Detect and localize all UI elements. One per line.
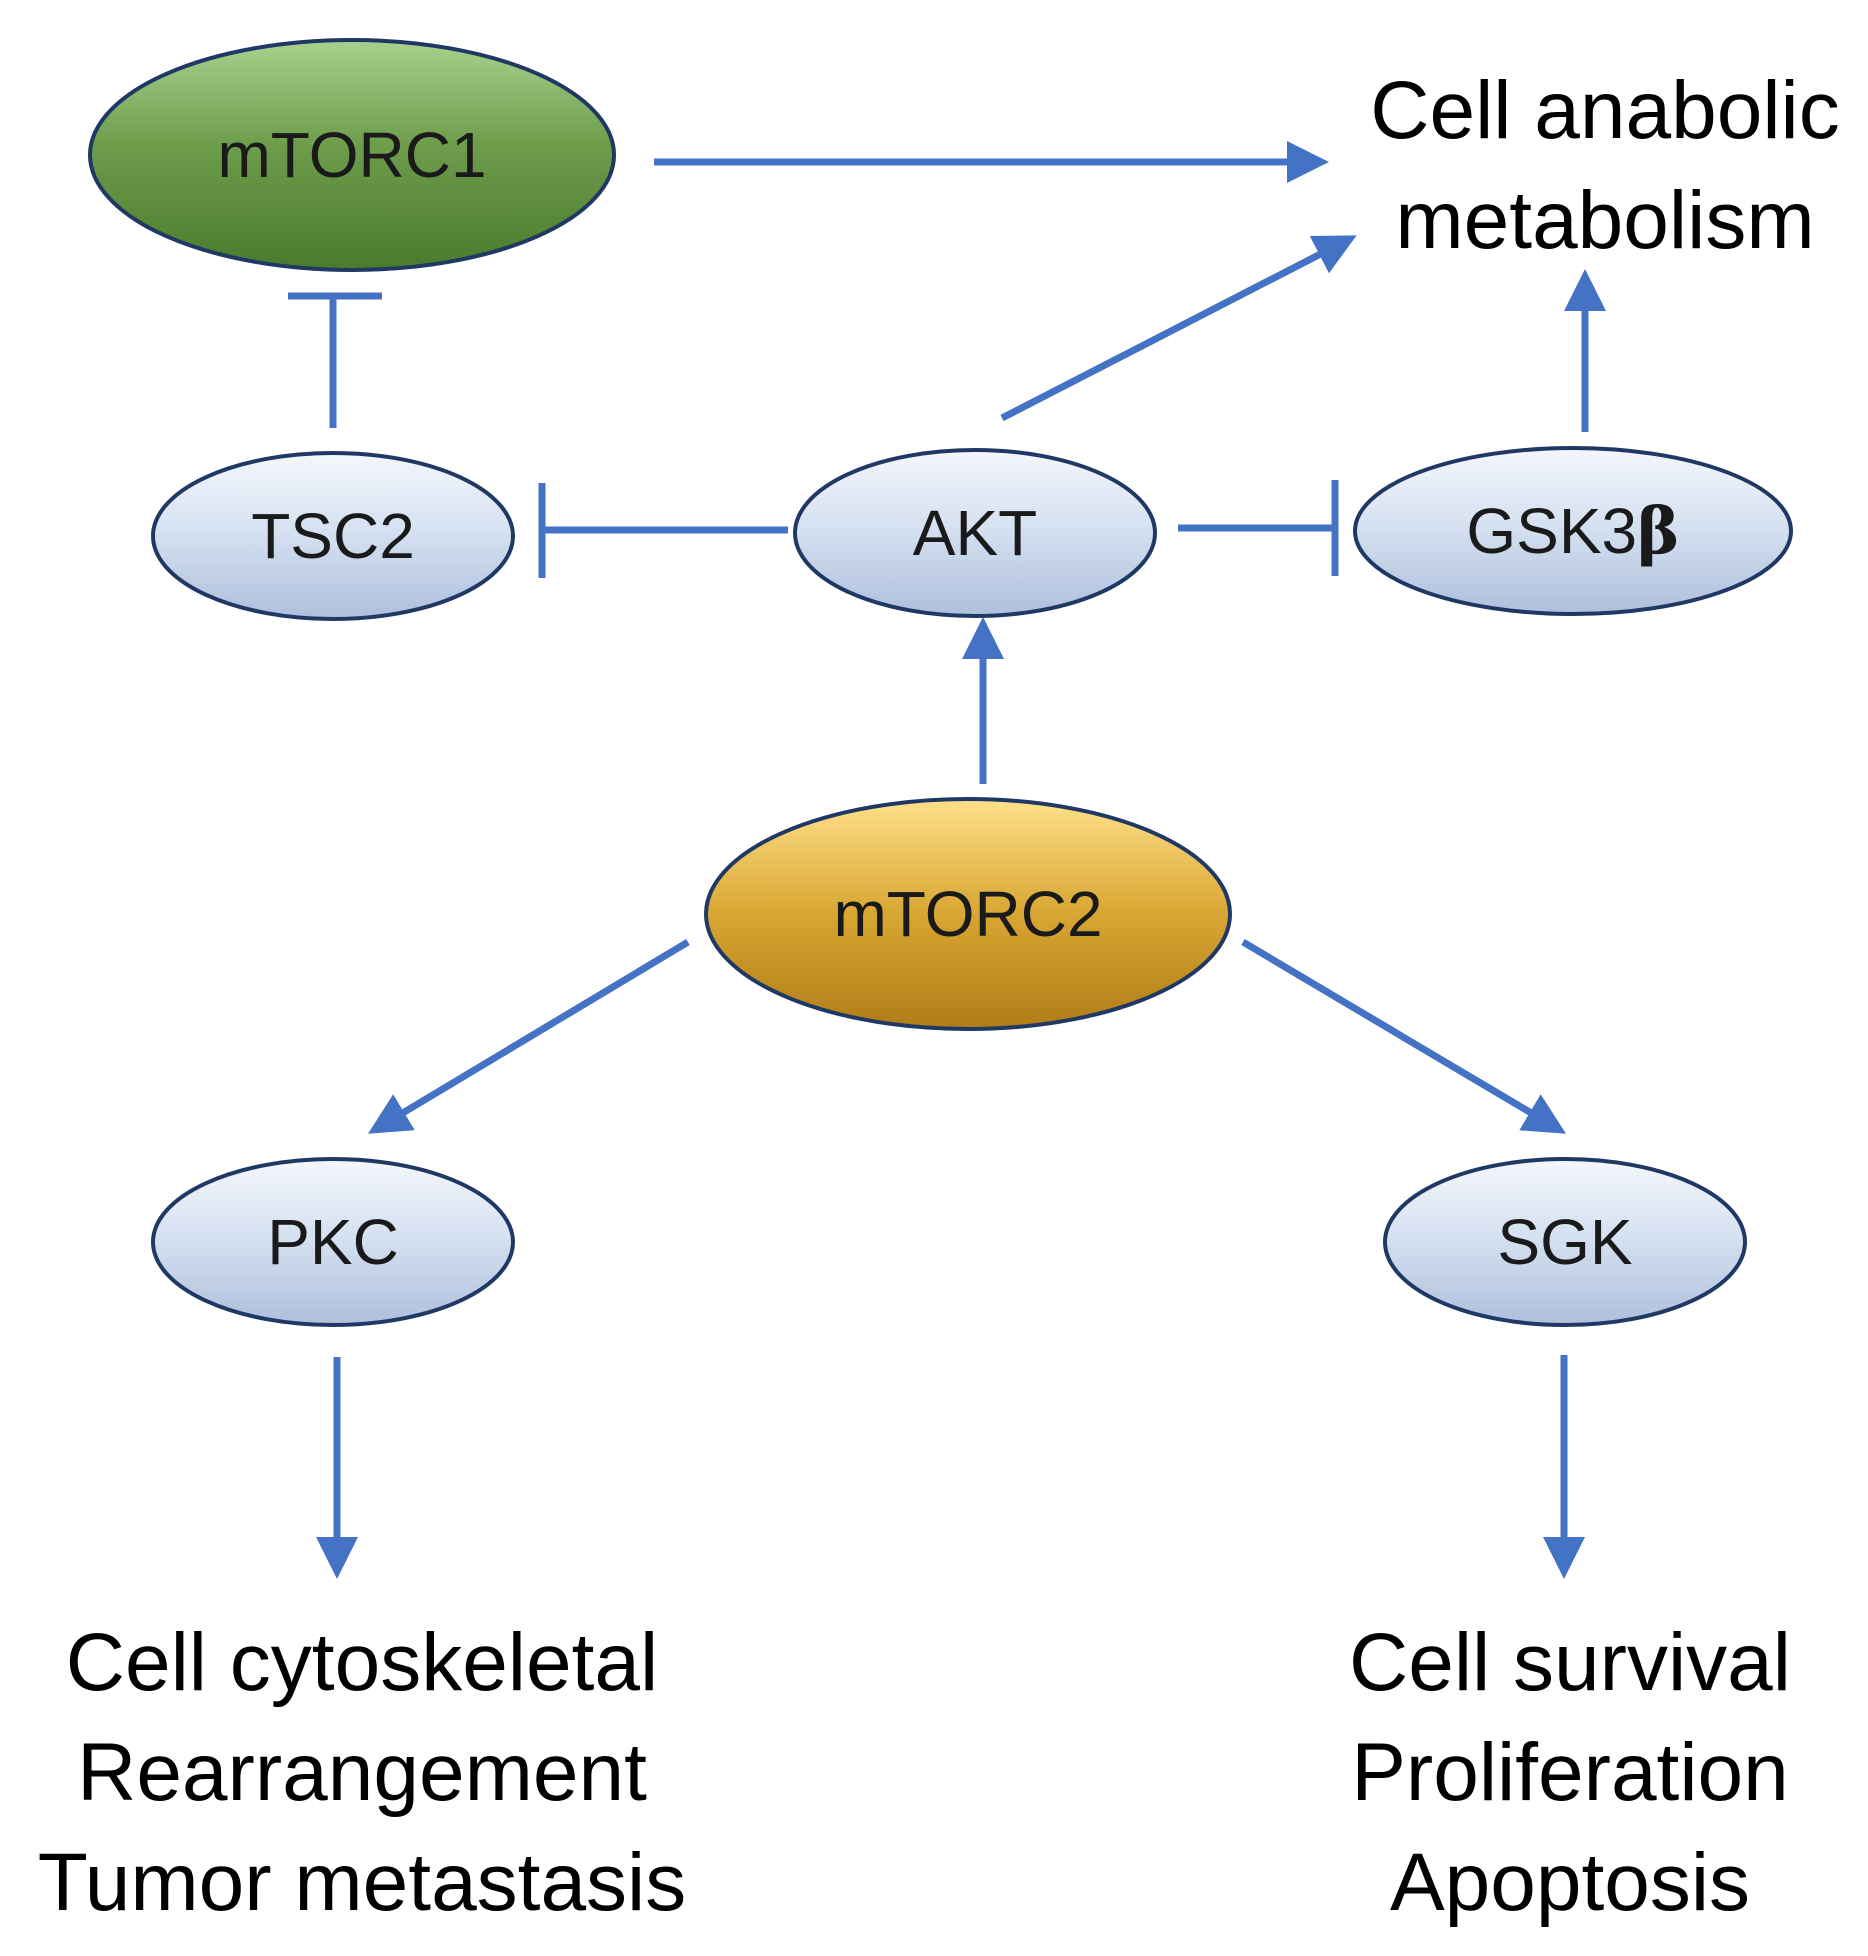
node-sgk-label: SGK	[1497, 1206, 1632, 1278]
node-sgk-shape	[1383, 1157, 1747, 1327]
edge-mtorc2-to-pkc	[367, 938, 690, 1134]
node-mtorc2: mTORC2	[704, 797, 1232, 1031]
node-akt: AKT	[793, 448, 1157, 618]
outcome-cytoskeletal-line-3: Tumor metastasis	[38, 1837, 687, 1928]
node-mtorc2-label: mTORC2	[833, 878, 1102, 950]
edges	[288, 141, 1606, 1579]
outcome-anabolic: Cell anabolic metabolism	[1370, 65, 1840, 266]
outcome-survival: Cell survival Proliferation Apoptosis	[1349, 1617, 1791, 1928]
outcome-cytoskeletal-line-2: Rearrangement	[77, 1727, 647, 1818]
outcome-survival-line-1: Cell survival	[1349, 1617, 1791, 1708]
node-akt-shape	[793, 448, 1157, 618]
node-pkc-label: PKC	[267, 1206, 399, 1278]
node-gsk3b: GSK3β	[1353, 446, 1793, 616]
node-mtorc1-shape	[88, 38, 616, 272]
node-mtorc2-shape	[704, 797, 1232, 1031]
edge-mtorc2-to-sgk	[1241, 938, 1567, 1134]
outcome-anabolic-line-2: metabolism	[1395, 175, 1814, 266]
node-akt-label: AKT	[913, 497, 1037, 569]
node-pkc: PKC	[151, 1157, 515, 1327]
node-gsk3b-label-text: GSK3	[1466, 495, 1637, 567]
edge-akt-to-anabolic	[1000, 235, 1357, 422]
node-gsk3b-label: GSK3β	[1466, 494, 1679, 569]
node-pkc-shape	[151, 1157, 515, 1327]
outcome-cytoskeletal: Cell cytoskeletal Rearrangement Tumor me…	[38, 1617, 687, 1928]
outcome-cytoskeletal-line-1: Cell cytoskeletal	[66, 1617, 658, 1708]
node-tsc2-label: TSC2	[251, 500, 415, 572]
node-sgk: SGK	[1383, 1157, 1747, 1327]
node-tsc2: TSC2	[151, 451, 515, 621]
node-tsc2-shape	[151, 451, 515, 621]
node-mtorc1: mTORC1	[88, 38, 616, 272]
outcome-anabolic-line-1: Cell anabolic	[1370, 65, 1840, 156]
node-gsk3b-beta: β	[1637, 494, 1680, 569]
outcome-survival-line-3: Apoptosis	[1390, 1837, 1750, 1928]
outcome-survival-line-2: Proliferation	[1351, 1727, 1789, 1818]
node-mtorc1-label: mTORC1	[217, 119, 486, 191]
node-gsk3b-shape	[1353, 446, 1793, 616]
